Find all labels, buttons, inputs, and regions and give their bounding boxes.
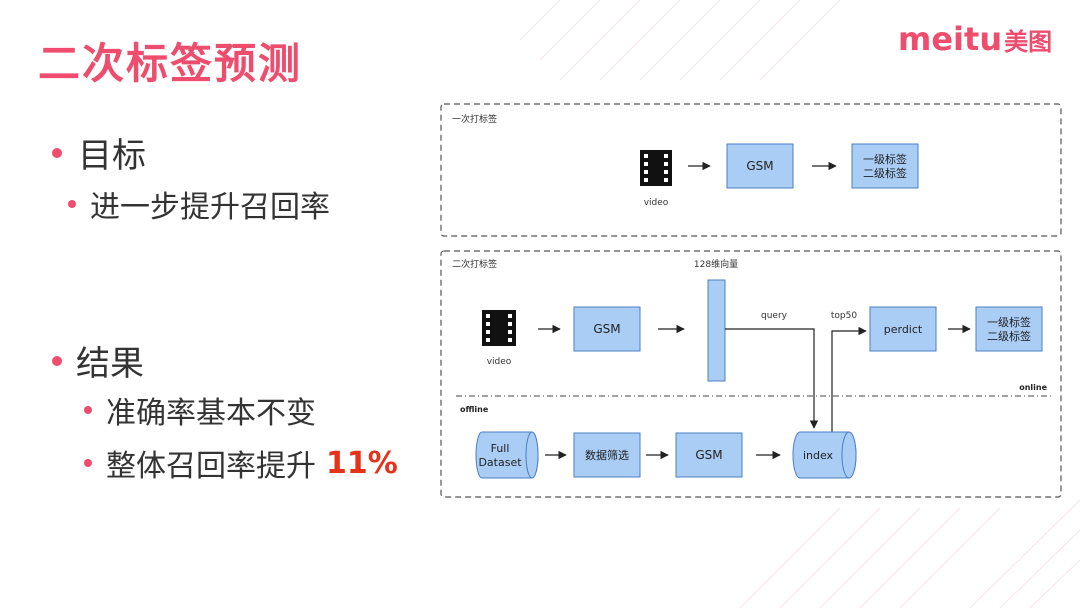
bullet-result-sub-text-2: 整体召回率提升 — [106, 449, 316, 484]
bullet-goal: 目标 — [52, 128, 146, 177]
bullet-dot — [68, 200, 76, 208]
gsm-label: GSM — [593, 322, 620, 336]
recall-improvement-value: 11% — [326, 445, 398, 481]
query-label: query — [761, 311, 788, 321]
video-label: video — [644, 198, 669, 208]
film-icon — [482, 310, 516, 346]
tags-output-box — [851, 143, 919, 189]
tag-level-1: 一级标签 — [863, 152, 907, 166]
tags-output-box — [975, 306, 1043, 352]
bullet-dot — [84, 406, 92, 414]
data-filter-box — [573, 432, 641, 478]
offline-label: offline — [460, 405, 489, 414]
tag-level-2: 二级标签 — [863, 166, 907, 180]
vector-bar — [707, 279, 726, 382]
meitu-logo: meitu 美图 — [898, 20, 1053, 58]
slide-title: 二次标签预测 — [38, 39, 303, 88]
bullet-goal-sub-text: 进一步提升召回率 — [90, 190, 330, 225]
bullet-result-sub-text-1: 准确率基本不变 — [106, 396, 316, 431]
film-icon — [640, 150, 672, 186]
predict-box — [869, 306, 937, 352]
full-dataset-line-1: Full — [491, 442, 510, 455]
bullet-result-sub-1: 准确率基本不变 — [84, 388, 316, 432]
index-label: index — [803, 449, 834, 462]
bullet-result-sub-2: 整体召回率提升 11% — [84, 441, 398, 485]
top50-arrow — [831, 326, 867, 432]
bullet-dot — [52, 147, 62, 158]
vector-label: 128维向量 — [694, 258, 738, 270]
video-label: video — [487, 357, 512, 367]
bullet-goal-sub: 进一步提升召回率 — [68, 182, 330, 226]
bullet-dot — [84, 459, 92, 467]
gsm-box-offline — [675, 432, 743, 478]
full-dataset-line-2: Dataset — [478, 456, 522, 469]
bullet-goal-label: 目标 — [78, 136, 146, 176]
online-label: online — [1019, 383, 1047, 392]
data-filter-label: 数据筛选 — [585, 448, 629, 462]
full-dataset-cylinder — [475, 431, 539, 479]
top50-label: top50 — [831, 311, 857, 321]
logo-text: meitu — [898, 20, 1003, 58]
bullet-dot — [52, 355, 62, 366]
bullet-result: 结果 — [52, 336, 144, 385]
predict-label: perdict — [884, 323, 923, 336]
gsm-box-online — [573, 306, 641, 352]
logo-cn-text: 美图 — [1004, 27, 1053, 56]
index-cylinder — [792, 431, 857, 479]
tag-level-2: 二级标签 — [987, 329, 1031, 343]
panel-second-pass-title: 二次打标签 — [452, 258, 497, 270]
bullet-result-label: 结果 — [76, 344, 144, 384]
tag-level-1: 一级标签 — [987, 315, 1031, 329]
gsm-label: GSM — [746, 159, 773, 173]
query-arrow — [725, 328, 819, 429]
gsm-label: GSM — [695, 448, 722, 462]
gsm-box — [726, 143, 794, 189]
panel-first-pass-title: 一次打标签 — [452, 113, 497, 125]
